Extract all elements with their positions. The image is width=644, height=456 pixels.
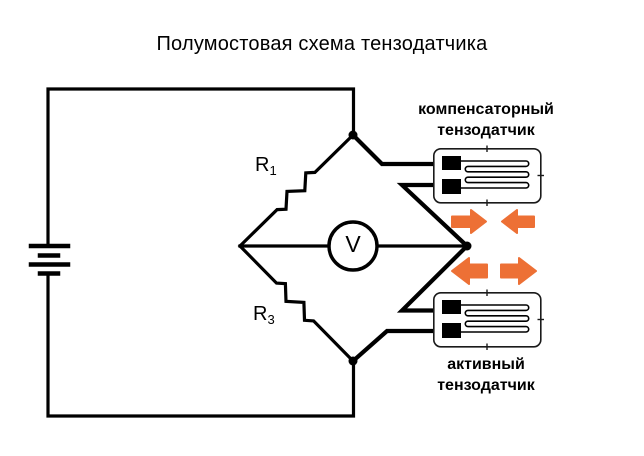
gauge-terminal — [442, 323, 461, 338]
junction-dot-top — [348, 130, 358, 140]
wire-top-left-loop — [46, 87, 356, 246]
resistor-r3-icon — [237, 243, 356, 364]
compensating-gauge-caption: компенсаторный тензодатчик — [400, 99, 572, 141]
gauge-terminal — [442, 179, 461, 194]
wire-top-gauge-lead-1 — [350, 132, 452, 167]
active-gauge-caption-line2: тензодатчик — [437, 377, 535, 394]
r3-base: R — [253, 303, 268, 325]
compression-arrow-left-icon — [501, 209, 535, 234]
junction-dot-right — [462, 241, 472, 251]
active-gauge-caption: активный тензодатчик — [400, 354, 572, 396]
compensating-gauge-caption-line2: тензодатчик — [437, 122, 535, 139]
compression-arrow-right-icon — [451, 209, 487, 234]
gauge-terminal — [442, 156, 461, 170]
compensating-strain-gauge-icon — [433, 145, 544, 206]
junction-dot-bottom — [348, 356, 358, 366]
resistor-r3-label: R3 — [253, 304, 275, 326]
wire-bottom-left-loop — [46, 273, 356, 418]
resistor-r1-label: R1 — [255, 155, 277, 177]
active-gauge-caption-line1: активный — [447, 356, 525, 373]
gauge-terminal — [442, 300, 461, 314]
compensating-gauge-caption-line1: компенсаторный — [418, 101, 554, 118]
voltmeter-label: V — [345, 231, 361, 257]
voltmeter-icon — [327, 220, 379, 272]
r3-subscript: 3 — [267, 312, 275, 327]
r1-subscript: 1 — [269, 163, 277, 178]
wire-bottom-gauge-lead-2 — [350, 328, 452, 364]
resistor-r1-icon — [237, 132, 356, 249]
r1-base: R — [255, 154, 270, 176]
tension-arrow-left-icon — [451, 257, 488, 285]
diagram-title: Полумостовая схема тензодатчика — [156, 33, 488, 55]
active-strain-gauge-icon — [433, 289, 544, 350]
battery-icon — [28, 243, 71, 276]
tension-arrow-right-icon — [500, 257, 537, 285]
